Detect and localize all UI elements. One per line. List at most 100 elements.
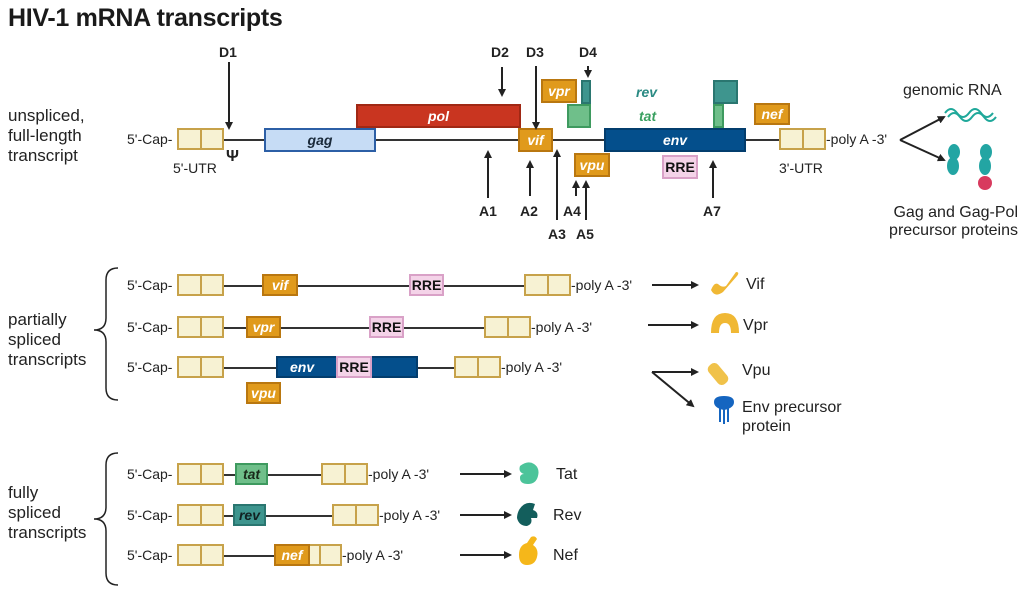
arrow-to-genomic (899, 116, 946, 141)
utr5-box (177, 463, 224, 485)
vpu-protein-icon (707, 362, 729, 386)
full-label: fully spliced transcripts (8, 483, 86, 543)
utr5-box (177, 356, 224, 378)
rev-label: rev (636, 84, 658, 100)
label-line: precursor proteins (889, 222, 1018, 239)
utr3-label: 3'-UTR (779, 160, 823, 176)
tat-protein-label: Tat (556, 466, 578, 483)
tat-protein-icon (519, 462, 539, 484)
label-line: transcripts (8, 350, 87, 369)
polyA-label: -poly A -3' (379, 507, 441, 523)
rev-protein-label: Rev (553, 507, 582, 524)
nef-gene: nef (754, 103, 790, 125)
nef-protein-label: Nef (553, 547, 578, 564)
label-line: spliced (8, 503, 61, 522)
transcript-backbone (223, 555, 283, 557)
vif-gene: vif (518, 128, 553, 152)
unspliced-label: unspliced, full-length transcript (8, 106, 85, 166)
nef-protein-icon (519, 536, 538, 565)
nef-gene: nef (274, 544, 310, 566)
acceptor-site-A3: A3 (548, 226, 566, 242)
partial-brace (93, 267, 119, 401)
utr5-label: 5'-UTR (173, 160, 217, 176)
genomic-rna-label: genomic RNA (903, 82, 1002, 99)
env-gene: env (604, 128, 746, 152)
figure-title: HIV-1 mRNA transcripts (8, 4, 283, 32)
vif-protein-icon (711, 272, 739, 295)
label-line: full-length (8, 126, 82, 145)
utr3-box (484, 316, 531, 338)
polyA-label: -poly A -3' (531, 319, 593, 335)
utr5-box (177, 544, 224, 566)
label-line: partially (8, 310, 67, 329)
cap-label: 5'-Cap- (127, 547, 173, 563)
polyA-label: -poly A -3' (826, 131, 888, 147)
utr5-box (177, 504, 224, 526)
transcript-backbone (223, 515, 333, 517)
acceptor-site-A7: A7 (703, 203, 721, 219)
vif-protein-label: Vif (746, 276, 765, 293)
acceptor-site-A2: A2 (520, 203, 538, 219)
label-line: unspliced, (8, 106, 85, 125)
env-protein-icon (714, 396, 734, 424)
gag-pol-label: Gag and Gag-Pol precursor proteins (880, 204, 1018, 240)
vpu-gene: vpu (574, 153, 610, 177)
utr3-box (779, 128, 826, 150)
rre-element: RRE (336, 356, 372, 378)
transcript-backbone (223, 474, 323, 476)
full-brace (93, 452, 119, 586)
tat-exon2 (713, 104, 724, 128)
pol-gene: pol (356, 104, 521, 128)
acceptor-site-A1: A1 (479, 203, 497, 219)
cap-label: 5'-Cap- (127, 277, 173, 293)
rev-gene: rev (233, 504, 266, 526)
transcript-backbone (223, 139, 783, 141)
cap-label: 5'-Cap- (127, 359, 173, 375)
rev-exon1 (581, 80, 591, 104)
cap-label: 5'-Cap- (127, 319, 173, 335)
polyA-label: -poly A -3' (342, 547, 404, 563)
vpu-gene: vpu (246, 382, 281, 404)
cap-label: 5'-Cap- (127, 466, 173, 482)
donor-site-D2: D2 (491, 44, 509, 60)
utr3-box (524, 274, 571, 296)
label-line: transcripts (8, 523, 87, 542)
utr5-box (177, 128, 224, 150)
partial-label: partially spliced transcripts (8, 310, 86, 370)
rre-element: RRE (662, 155, 698, 179)
vpr-protein-icon (711, 313, 739, 333)
transcript-backbone (223, 327, 485, 329)
vpr-gene: vpr (246, 316, 281, 338)
rre-element: RRE (369, 316, 404, 338)
transcript-backbone (223, 285, 528, 287)
tat-exon1 (567, 104, 591, 128)
rre-element: RRE (409, 274, 444, 296)
donor-site-D4: D4 (579, 44, 597, 60)
gag-pol-protein-icon (978, 144, 992, 190)
utr3-box (321, 463, 368, 485)
tat-label: tat (639, 108, 657, 124)
vpr-gene: vpr (541, 79, 577, 103)
donor-site-D3: D3 (526, 44, 544, 60)
polyA-label: -poly A -3' (368, 466, 430, 482)
label-line: protein (742, 418, 791, 435)
rev-protein-icon (517, 502, 538, 526)
polyA-label: -poly A -3' (571, 277, 633, 293)
tat-gene: tat (235, 463, 268, 485)
label-line: Env precursor (742, 399, 842, 416)
env-protein-label: Env precursor protein (742, 398, 842, 436)
vpr-protein-label: Vpr (743, 317, 768, 334)
label-line: fully (8, 483, 39, 502)
acceptor-site-A5: A5 (576, 226, 594, 242)
arrow-to-env (651, 371, 695, 408)
cap-label: 5'-Cap- (127, 507, 173, 523)
rev-exon2 (713, 80, 738, 104)
cap-label: 5'-Cap- (127, 131, 173, 147)
donor-site-D1: D1 (219, 44, 237, 60)
arrow-to-gag (899, 139, 946, 162)
gag-protein-icon (947, 144, 960, 175)
acceptor-site-A4: A4 (563, 203, 581, 219)
utr5-box (177, 274, 224, 296)
utr3-box (454, 356, 501, 378)
